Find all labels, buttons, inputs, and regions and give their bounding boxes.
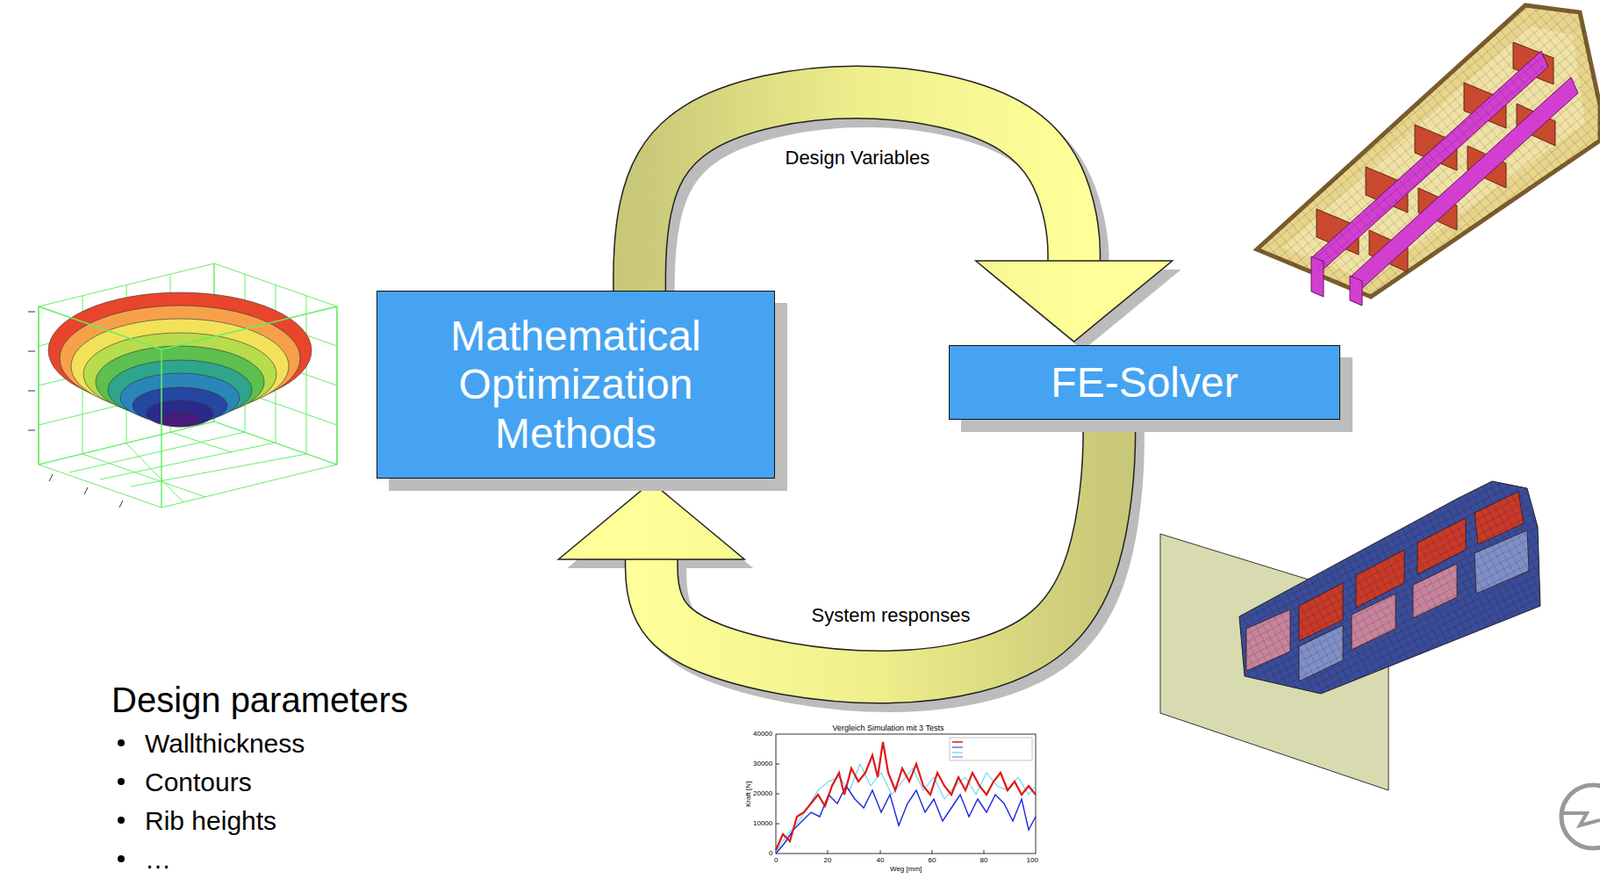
axis-tick: 20000: [753, 789, 773, 798]
force-chart: [775, 733, 1036, 854]
edge-label: System responses: [811, 604, 971, 626]
arrowhead: [558, 481, 745, 560]
bullet-item: …: [144, 844, 172, 874]
bullet-dot: [117, 739, 125, 747]
illustration-part: [1239, 480, 1541, 694]
surface-plot: [28, 263, 338, 508]
axis-tick: 40: [876, 856, 885, 865]
bullet-item: Contours: [144, 767, 252, 797]
axis-title: Kraft [N]: [745, 780, 754, 806]
illustration-part: [1560, 812, 1600, 826]
axis-tick: 100: [1026, 856, 1039, 865]
bullet-item: Rib heights: [144, 805, 277, 835]
illustration-part: [775, 733, 1036, 854]
brand-logo: [1560, 784, 1600, 848]
bullet-dot: [117, 854, 125, 862]
process-box: Mathematical Optimization Methods: [376, 290, 775, 479]
heading-text: Design parameters: [111, 680, 409, 719]
process-box: FE-Solver: [948, 344, 1341, 420]
edge-label: Design Variables: [785, 147, 931, 169]
illustration-part: [952, 740, 963, 743]
bullet-dot: [117, 816, 125, 824]
illustration-part: [146, 400, 214, 427]
illustration-part: [69, 431, 307, 487]
illustration-part: [38, 306, 338, 508]
box-label: Mathematical Optimization Methods: [391, 311, 761, 458]
fe-mesh-part: [1160, 480, 1541, 790]
fe-mesh-part: [1256, 5, 1600, 306]
axis-title: Weg [mm]: [889, 865, 922, 874]
illustration-part: [1256, 5, 1600, 297]
illustration-part: [38, 263, 338, 508]
axis-tick: 20: [824, 856, 833, 865]
chart-title: Vergleich Simulation mit 3 Tests: [832, 724, 945, 733]
arrowhead: [975, 260, 1173, 342]
illustration-part: [38, 421, 338, 508]
bullet-item: Wallthickness: [144, 728, 305, 758]
illustration-part: [38, 306, 338, 508]
illustration-part: [1561, 784, 1600, 848]
axis-tick: 80: [980, 856, 989, 865]
axis-tick: 30000: [753, 760, 773, 768]
axis-tick: 40000: [753, 730, 773, 739]
illustration-part: [952, 746, 963, 748]
illustration-part: [28, 311, 123, 508]
illustration-part: [1239, 480, 1541, 694]
illustration-part: [1311, 50, 1579, 306]
axis-tick: 10000: [753, 819, 773, 828]
illustration-part: [1351, 77, 1579, 292]
illustration-part: [160, 412, 200, 427]
illustration-part: [1256, 5, 1600, 297]
illustration-part: [1313, 50, 1549, 273]
illustration-part: [48, 292, 312, 427]
illustration-part: [952, 752, 963, 754]
axis-tick: 60: [928, 856, 937, 865]
axis-tick: 0: [768, 849, 773, 858]
illustration-part: [28, 311, 123, 508]
box-label: FE-Solver: [1050, 358, 1238, 407]
illustration-part: [1313, 50, 1549, 273]
illustration-part: [952, 756, 963, 758]
axis-tick: 0: [774, 856, 778, 865]
illustration-part: [82, 431, 232, 503]
illustration-part: [949, 737, 1033, 761]
illustration-part: [775, 785, 1036, 854]
bullet-dot: [117, 777, 125, 785]
illustration-part: [1349, 275, 1363, 306]
